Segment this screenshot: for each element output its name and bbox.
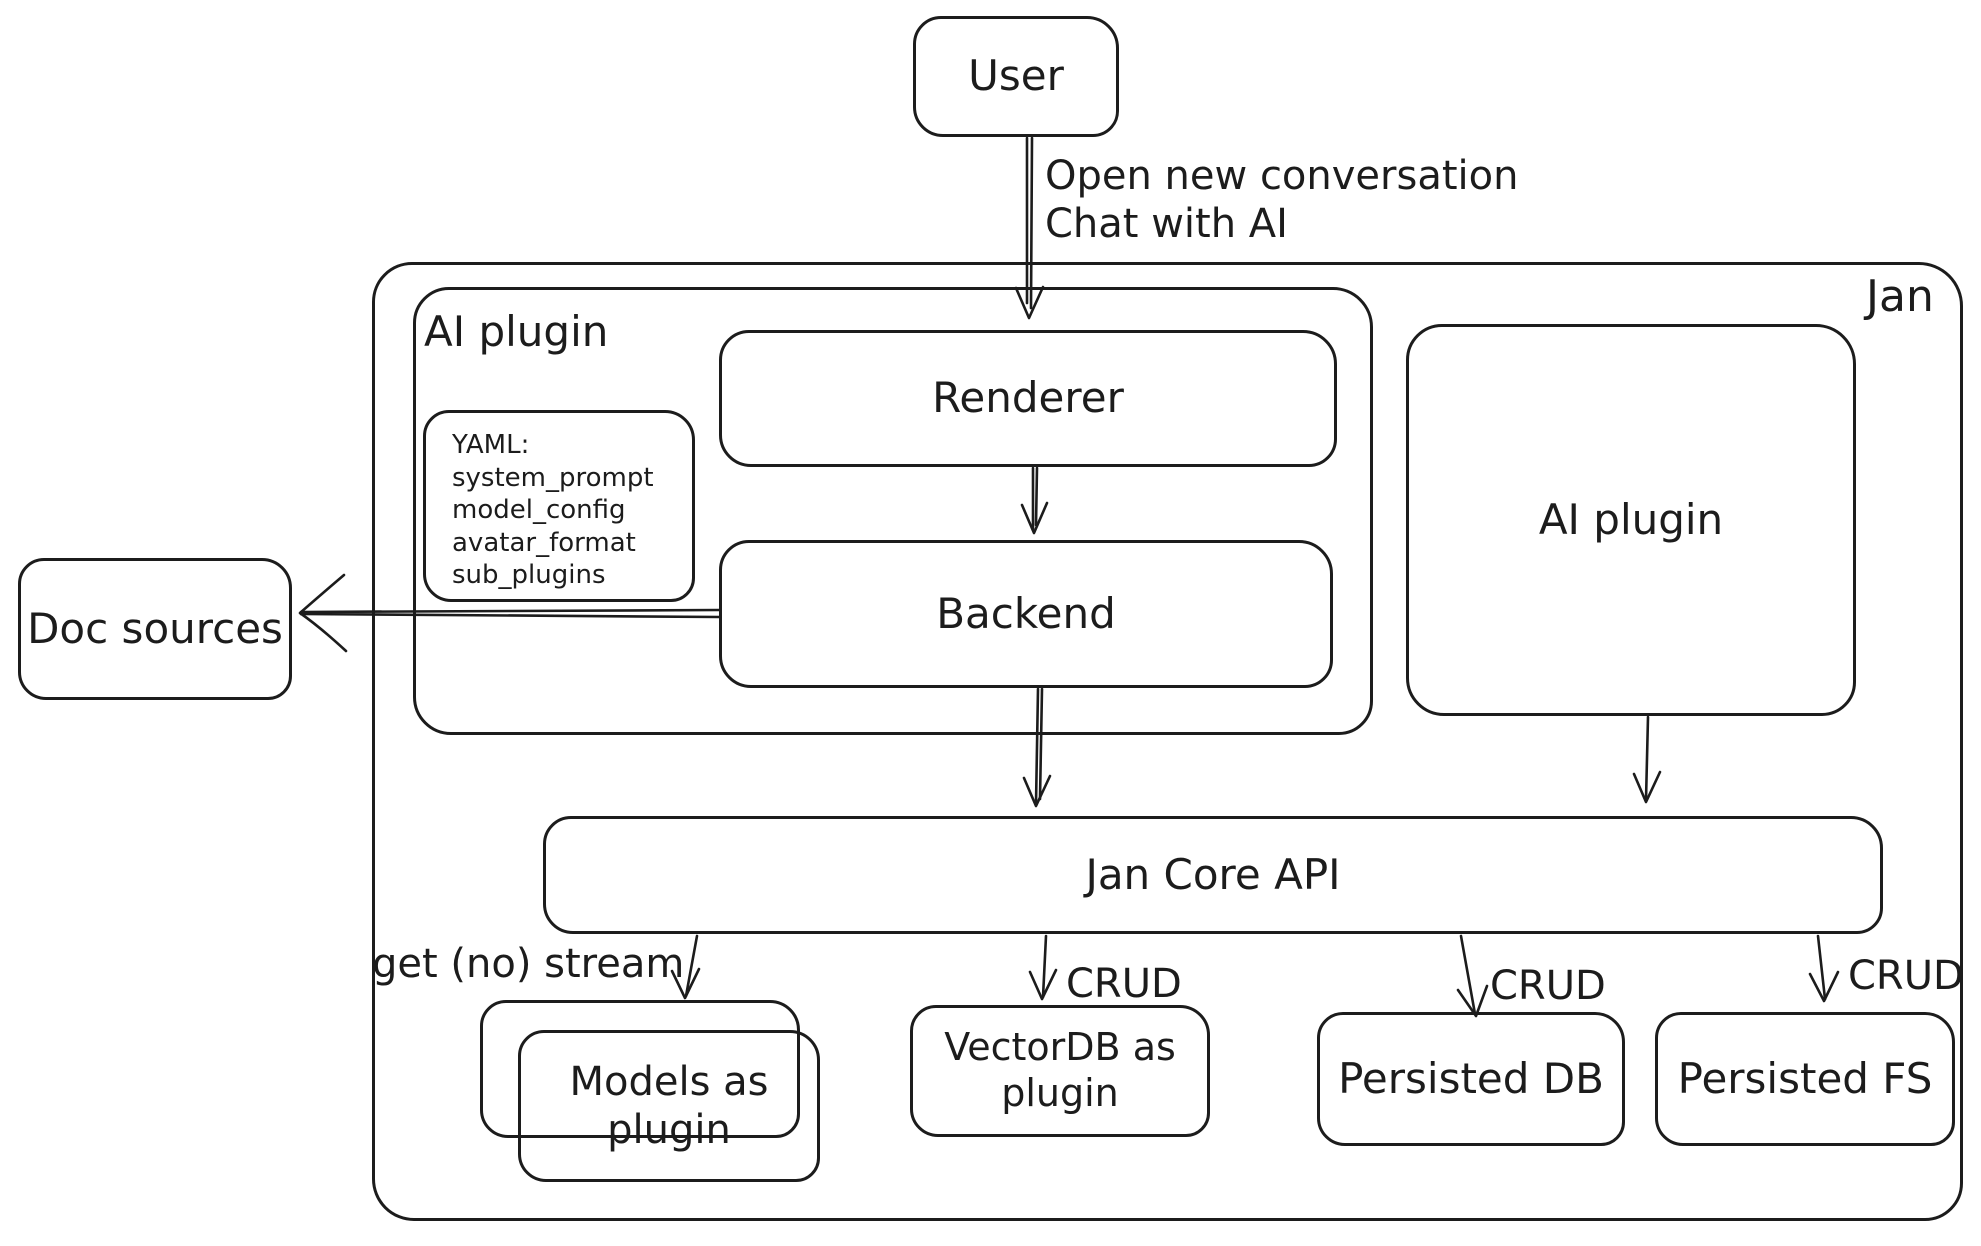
- jan-container: [372, 262, 1963, 1221]
- edge-renderer-backend: [1020, 466, 1049, 535]
- node-backend: Backend: [719, 540, 1333, 688]
- edge-label-line1: Open new conversation: [1045, 153, 1519, 199]
- yaml-line: avatar_format: [452, 527, 636, 558]
- node-user: User: [913, 16, 1119, 137]
- edge-label-get-no-stream: get (no) stream: [372, 941, 685, 987]
- ai-plugin-group: [413, 287, 1373, 735]
- node-doc-sources: Doc sources: [18, 558, 292, 700]
- edge-jan-core-persisted-db: [1456, 934, 1489, 1018]
- node-models-as-plugin: Models as plugin: [518, 1030, 820, 1182]
- edge-jan-core-persisted-fs: [1808, 934, 1840, 1003]
- edge-backend-jan-core-api: [1022, 687, 1052, 808]
- ai-plugin-group-label: AI plugin: [424, 307, 609, 356]
- edge-jan-core-models: [670, 934, 701, 1000]
- yaml-line: model_config: [452, 495, 626, 525]
- node-ai-plugin: AI plugin: [1406, 324, 1856, 716]
- edge-label-line2: Chat with AI: [1045, 201, 1288, 247]
- yaml-line: YAML:: [452, 430, 530, 460]
- node-persisted-db: Persisted DB: [1317, 1012, 1625, 1146]
- edge-label-user-renderer: Open new conversation Chat with AI: [1045, 152, 1518, 248]
- models-back-box: [480, 1000, 800, 1138]
- yaml-note: YAML: system_prompt model_config avatar_…: [423, 410, 695, 602]
- node-renderer: Renderer: [719, 330, 1337, 467]
- yaml-line: system_prompt: [452, 462, 654, 493]
- node-persisted-fs: Persisted FS: [1655, 1012, 1955, 1146]
- edge-user-renderer: [1014, 136, 1045, 320]
- edge-label-crud-persisted-fs: CRUD: [1848, 953, 1964, 999]
- node-vectordb-as-plugin: VectorDB as plugin: [910, 1005, 1210, 1137]
- jan-container-label: Jan: [1866, 271, 1934, 322]
- edge-label-crud-vectordb: CRUD: [1066, 961, 1182, 1007]
- node-jan-core-api: Jan Core API: [543, 816, 1883, 934]
- yaml-line: sub_plugins: [452, 560, 606, 590]
- edge-jan-core-vectordb: [1028, 934, 1058, 1001]
- edge-backend-doc-sources: [298, 573, 721, 653]
- edge-label-crud-persisted-db: CRUD: [1490, 963, 1606, 1009]
- edge-ai-plugin-jan-core-api: [1632, 715, 1662, 804]
